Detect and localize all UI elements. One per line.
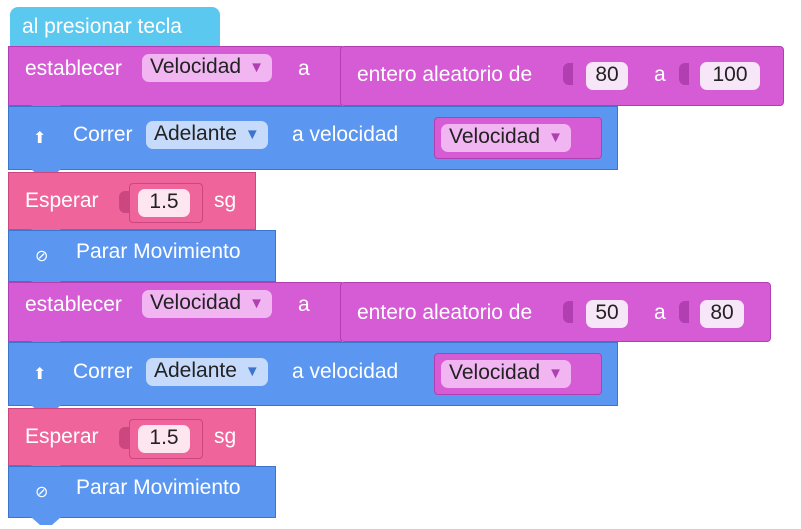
random-label: entero aleatorio de (357, 63, 533, 86)
run-label: Correr (73, 360, 133, 383)
run-forward-block[interactable]: ⬆ Correr Adelante▼ a velocidad Velocidad… (8, 342, 618, 413)
speed-variable-block[interactable]: Velocidad▼ (434, 353, 602, 395)
variable-dropdown[interactable]: Velocidad▼ (142, 54, 272, 82)
direction-dropdown[interactable]: Adelante▼ (146, 121, 268, 149)
run-label: Correr (73, 123, 133, 146)
random-sep-label: a (654, 63, 666, 86)
hat-label: al presionar tecla (22, 15, 182, 38)
set-variable-block[interactable]: establecer Velocidad▼ a (8, 282, 342, 349)
stop-icon: ⊘ (35, 248, 49, 265)
variable-dropdown[interactable]: Velocidad▼ (142, 290, 272, 318)
stop-movement-block[interactable]: ⊘ Parar Movimiento (8, 466, 276, 525)
caret-down-icon: ▼ (249, 59, 264, 76)
wait-label: Esperar (25, 425, 99, 448)
caret-down-icon: ▼ (244, 363, 260, 380)
speed-variable-dropdown[interactable]: Velocidad▼ (441, 124, 571, 152)
random-from-input[interactable]: 50 (586, 300, 628, 328)
direction-dropdown[interactable]: Adelante▼ (146, 358, 268, 386)
wait-label: Esperar (25, 189, 99, 212)
speed-variable-dropdown[interactable]: Velocidad▼ (441, 360, 571, 388)
random-integer-block[interactable]: entero aleatorio de 80 a 100 (340, 46, 784, 106)
wait-unit-label: sg (214, 425, 237, 448)
random-label: entero aleatorio de (357, 301, 533, 324)
set-to-label: a (298, 57, 310, 80)
wait-unit-label: sg (214, 189, 237, 212)
hat-block-key-press[interactable]: al presionar tecla (10, 7, 220, 47)
stop-movement-block[interactable]: ⊘ Parar Movimiento (8, 230, 276, 289)
speed-variable-block[interactable]: Velocidad▼ (434, 117, 602, 159)
set-to-label: a (298, 293, 310, 316)
stop-icon: ⊘ (35, 484, 49, 501)
caret-down-icon: ▼ (548, 365, 563, 382)
wait-seconds-input[interactable]: 1.5 (138, 189, 190, 217)
wait-block[interactable]: Esperar 1.5 sg (8, 172, 256, 237)
random-sep-label: a (654, 301, 666, 324)
run-forward-block[interactable]: ⬆ Correr Adelante▼ a velocidad Velocidad… (8, 106, 618, 177)
set-variable-block[interactable]: establecer Velocidad▼ a (8, 46, 342, 113)
stop-label: Parar Movimiento (76, 240, 241, 263)
wait-seconds-input[interactable]: 1.5 (138, 425, 190, 453)
arrow-up-icon: ⬆ (33, 366, 47, 383)
random-from-input[interactable]: 80 (586, 62, 628, 90)
caret-down-icon: ▼ (548, 129, 563, 146)
caret-down-icon: ▼ (244, 126, 260, 143)
wait-block[interactable]: Esperar 1.5 sg (8, 408, 256, 473)
set-label: establecer (25, 57, 122, 80)
caret-down-icon: ▼ (249, 295, 264, 312)
arrow-up-icon: ⬆ (33, 130, 47, 147)
speed-label: a velocidad (292, 123, 399, 146)
random-to-input[interactable]: 80 (700, 300, 744, 328)
random-to-input[interactable]: 100 (700, 62, 760, 90)
speed-label: a velocidad (292, 360, 399, 383)
random-integer-block[interactable]: entero aleatorio de 50 a 80 (340, 282, 771, 342)
stop-label: Parar Movimiento (76, 476, 241, 499)
set-label: establecer (25, 293, 122, 316)
